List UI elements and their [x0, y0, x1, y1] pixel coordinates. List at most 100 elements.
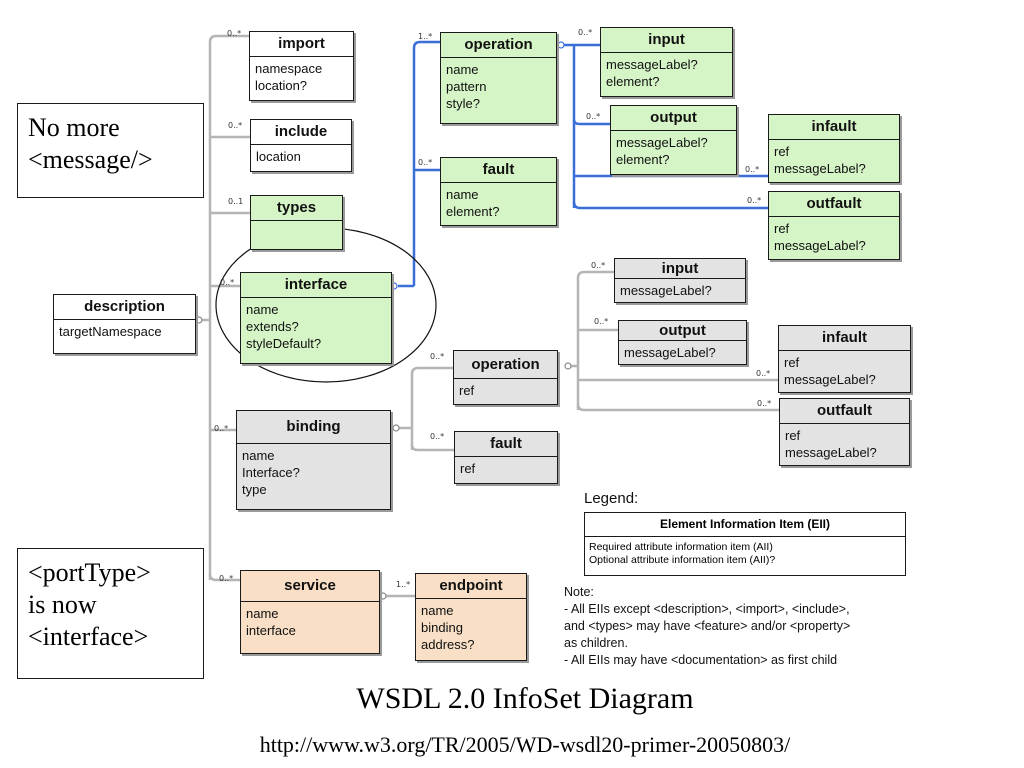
interface-operation-attr: style? — [446, 96, 480, 111]
description-title: description — [54, 295, 195, 320]
interface-outfault-attr: messageLabel? — [774, 238, 866, 253]
interface-attr: extends? — [246, 319, 299, 334]
binding-fault-title: fault — [455, 432, 557, 457]
endpoint-attr: address? — [421, 637, 475, 652]
interface-input-attr: messageLabel? — [606, 57, 698, 72]
description-attr: targetNamespace — [59, 324, 162, 339]
types-title: types — [251, 196, 342, 221]
porttype-callout: <portType> is now <interface> — [17, 548, 204, 679]
mult-b-infault: 0..* — [756, 369, 771, 378]
no-message-callout: No more <message/> — [17, 103, 204, 198]
note-line: Note: — [564, 585, 594, 599]
binding-infault-attr: messageLabel? — [784, 372, 876, 387]
binding-operation-title: operation — [454, 351, 557, 379]
legend-line: Required attribute information item (AII… — [589, 541, 773, 553]
binding-input-attr: messageLabel? — [620, 283, 712, 298]
import-box: import namespace location? — [249, 31, 354, 101]
callout-line: is now — [28, 590, 97, 619]
interface-box: interface name extends? styleDefault? — [240, 272, 392, 364]
binding-box: binding name Interface? type — [236, 410, 391, 510]
legend-box: Element Information Item (EII) Required … — [584, 512, 906, 576]
binding-outfault-attr: messageLabel? — [785, 445, 877, 460]
include-attr: location — [256, 149, 301, 164]
mult-b-output: 0..* — [594, 317, 609, 326]
binding-outfault-title: outfault — [780, 399, 909, 424]
interface-input-title: input — [601, 28, 732, 53]
note-line: as children. — [564, 636, 628, 650]
endpoint-attr: name — [421, 603, 454, 618]
mult-binding: 0..* — [214, 424, 229, 433]
callout-line: No more — [28, 113, 120, 142]
interface-fault-title: fault — [441, 158, 556, 183]
interface-outfault-box: outfault ref messageLabel? — [768, 191, 900, 260]
interface-input-box: input messageLabel? element? — [600, 27, 733, 97]
import-title: import — [250, 32, 353, 57]
interface-infault-title: infault — [769, 115, 899, 140]
types-box: types — [250, 195, 343, 250]
endpoint-attr: binding — [421, 620, 463, 635]
legend-line: Optional attribute information item (AII… — [589, 554, 776, 566]
mult-b-outfault: 0..* — [757, 399, 772, 408]
interface-fault-attr: element? — [446, 204, 500, 219]
binding-output-box: output messageLabel? — [618, 320, 747, 365]
binding-infault-title: infault — [779, 326, 910, 351]
interface-infault-attr: messageLabel? — [774, 161, 866, 176]
interface-outfault-title: outfault — [769, 192, 899, 217]
endpoint-title: endpoint — [416, 574, 526, 599]
callout-line: <message/> — [28, 145, 153, 174]
interface-output-box: output messageLabel? element? — [610, 105, 737, 175]
mult-if-fault: 0..* — [418, 158, 433, 167]
mult-service: 0..* — [219, 574, 234, 583]
notes-block: Note: - All EIIs except <description>, <… — [564, 584, 850, 669]
interface-fault-attr: name — [446, 187, 479, 202]
mult-endpoint: 1..* — [396, 580, 411, 589]
binding-fault-attr: ref — [460, 461, 476, 476]
binding-fault-box: fault ref — [454, 431, 558, 484]
interface-infault-attr: ref — [774, 144, 790, 159]
binding-input-title: input — [615, 259, 745, 279]
mult-if-operation: 1..* — [418, 32, 433, 41]
binding-infault-box: infault ref messageLabel? — [778, 325, 911, 393]
mult-if-infault: 0..* — [745, 165, 760, 174]
interface-operation-title: operation — [441, 33, 556, 58]
source-url: http://www.w3.org/TR/2005/WD-wsdl20-prim… — [259, 732, 791, 757]
interface-output-attr: messageLabel? — [616, 135, 708, 150]
binding-attr: name — [242, 448, 275, 463]
binding-attr: Interface? — [242, 465, 300, 480]
callout-line: <interface> — [28, 622, 149, 651]
mult-include: 0..* — [228, 121, 243, 130]
interface-title: interface — [241, 273, 391, 298]
mult-import: 0..* — [227, 29, 242, 38]
binding-outfault-box: outfault ref messageLabel? — [779, 398, 910, 466]
mult-if-output: 0..* — [586, 112, 601, 121]
interface-outfault-attr: ref — [774, 221, 790, 236]
include-title: include — [251, 120, 351, 145]
mult-types: 0..1 — [228, 197, 244, 206]
binding-operation-box: operation ref — [453, 350, 558, 405]
service-box: service name interface — [240, 570, 380, 654]
interface-input-attr: element? — [606, 74, 660, 89]
legend-label: Legend: — [584, 490, 639, 507]
include-box: include location — [250, 119, 352, 172]
interface-attr: styleDefault? — [246, 336, 322, 351]
binding-operation-attr: ref — [459, 383, 475, 398]
diagram-title: WSDL 2.0 InfoSet Diagram — [356, 682, 694, 715]
interface-infault-box: infault ref messageLabel? — [768, 114, 900, 183]
interface-operation-attr: pattern — [446, 79, 487, 94]
description-box: description targetNamespace — [53, 294, 196, 354]
interface-output-attr: element? — [616, 152, 670, 167]
service-title: service — [241, 571, 379, 602]
interface-operation-attr: name — [446, 62, 479, 77]
mult-if-input: 0..* — [578, 28, 593, 37]
callout-line: <portType> — [28, 558, 151, 587]
mult-b-operation: 0..* — [430, 352, 445, 361]
note-line: - All EIIs may have <documentation> as f… — [564, 653, 838, 667]
binding-title: binding — [237, 411, 390, 444]
mult-b-fault: 0..* — [430, 432, 445, 441]
interface-operation-box: operation name pattern style? — [440, 32, 557, 124]
interface-fault-box: fault name element? — [440, 157, 557, 226]
note-line: - All EIIs except <description>, <import… — [564, 602, 850, 616]
note-line: and <types> may have <feature> and/or <p… — [564, 619, 851, 633]
interface-output-title: output — [611, 106, 736, 131]
import-attr: location? — [255, 78, 308, 93]
